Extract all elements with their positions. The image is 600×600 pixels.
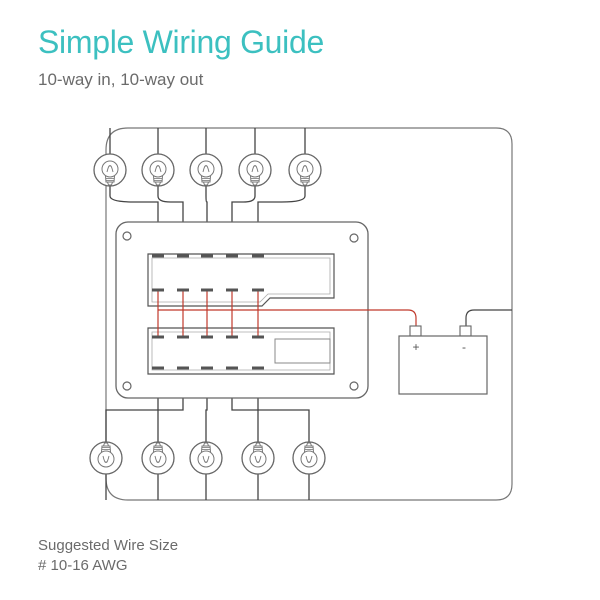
fuse-terminal-icon: [177, 335, 189, 339]
fuse-terminal-icon: [201, 254, 213, 258]
fuse-terminal-icon: [152, 288, 164, 292]
fuse-terminal-icon: [252, 366, 264, 370]
light-bulb-icon: [93, 153, 127, 187]
mounting-hole-icon: [349, 381, 359, 391]
light-bulb-icon: [189, 153, 223, 187]
fuse-terminal-icon: [226, 288, 238, 292]
light-bulb-icon: [89, 441, 123, 475]
fuse-terminal-icon: [252, 288, 264, 292]
battery-icon: + -: [398, 325, 488, 395]
fuse-terminal-icon: [177, 366, 189, 370]
mounting-hole-icon: [122, 231, 132, 241]
battery-positive-label: +: [412, 340, 419, 354]
mounting-hole-icon: [122, 381, 132, 391]
fuse-terminal-icon: [177, 288, 189, 292]
light-bulb-icon: [241, 441, 275, 475]
fuse-terminal-icon: [201, 366, 213, 370]
fuse-terminal-icon: [201, 335, 213, 339]
battery-body: [398, 335, 488, 395]
fuse-terminal-icon: [152, 366, 164, 370]
ground-loop-wire: [105, 127, 513, 501]
fuse-terminal-icon: [177, 254, 189, 258]
battery-negative-label: -: [462, 340, 466, 354]
positive-bus-wire: [157, 290, 417, 338]
fuse-terminal-icon: [226, 366, 238, 370]
page-title: Simple Wiring Guide: [38, 24, 324, 60]
light-bulb-icon: [288, 153, 322, 187]
wire-size-value: # 10-16 AWG: [38, 557, 128, 574]
fuse-terminal-icon: [226, 335, 238, 339]
fuse-terminal-icon: [252, 254, 264, 258]
mounting-hole-icon: [349, 233, 359, 243]
fuse-terminal-icon: [226, 254, 238, 258]
fuse-terminal-icon: [152, 254, 164, 258]
lower-fuse-row: [147, 327, 335, 375]
fuse-terminal-icon: [152, 335, 164, 339]
fuse-terminals: [152, 254, 264, 370]
top-bulb-wires: [109, 128, 306, 256]
page-subtitle: 10-way in, 10-way out: [38, 70, 204, 89]
label-window: [274, 338, 331, 364]
negative-wire: [465, 309, 512, 330]
upper-fuse-row: [147, 253, 335, 307]
light-bulb-icon: [141, 153, 175, 187]
wire-size-heading: Suggested Wire Size: [38, 537, 179, 554]
fuse-terminal-icon: [252, 335, 264, 339]
wire-size-note: Suggested Wire Size # 10-16 AWG: [38, 536, 178, 576]
light-bulb-icon: [292, 441, 326, 475]
light-bulb-icon: [189, 441, 223, 475]
fuse-terminal-icon: [201, 288, 213, 292]
light-bulb-icon: [141, 441, 175, 475]
light-bulb-icon: [238, 153, 272, 187]
